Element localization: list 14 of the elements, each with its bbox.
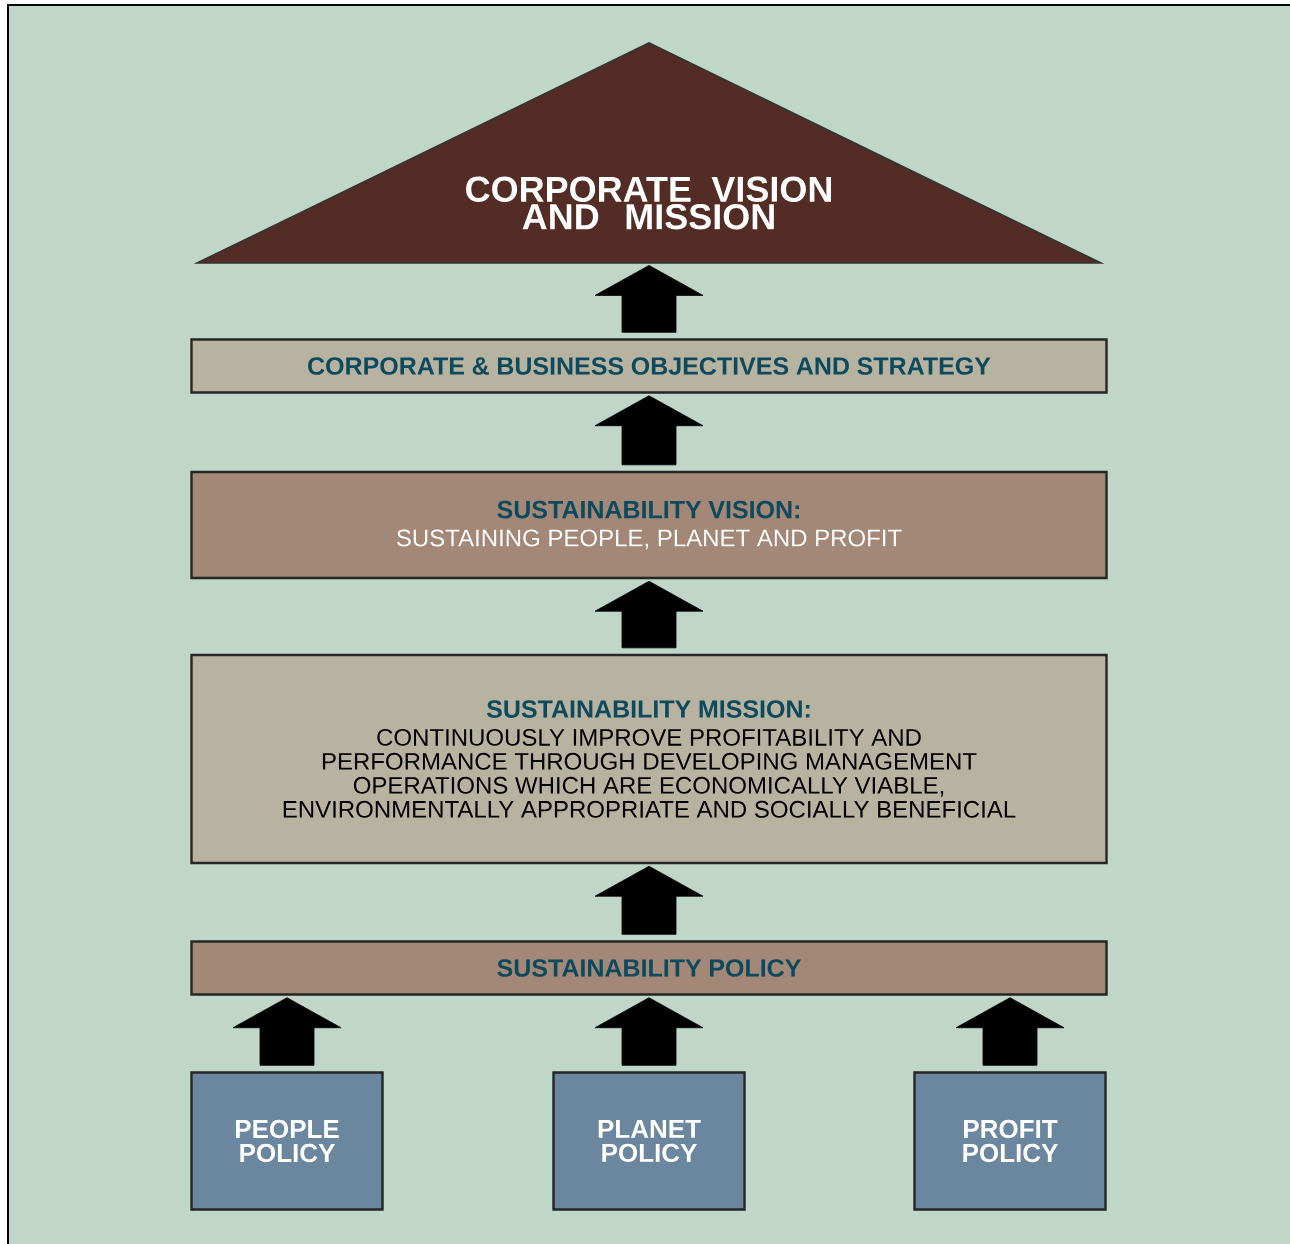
block-arrow — [594, 997, 704, 1066]
pillar-box: PLANET POLICY — [552, 1071, 746, 1211]
pillar-box: PEOPLE POLICY — [190, 1071, 384, 1211]
block-arrow — [594, 580, 704, 649]
block-arrow — [955, 997, 1065, 1066]
tier-box: CORPORATE & BUSINESS OBJECTIVES AND STRATEGY — [190, 338, 1108, 394]
block-arrow — [232, 997, 342, 1066]
tier-box: SUSTAINABILITY VISION: SUSTAINING PEOPLE, PLANET AND PROFIT — [190, 470, 1108, 580]
tier-box: SUSTAINABILITY POLICY — [190, 940, 1108, 996]
block-arrow — [594, 865, 704, 935]
block-arrow — [594, 395, 704, 466]
pillar-box: PROFIT POLICY — [913, 1071, 1107, 1211]
tier-box: SUSTAINABILITY MISSION: CONTINUOUSLY IMPROVE PROFITABILITY AND PERFORMANCE THROUGH DEVELOPING MANAGEMENT OPERATIONS WHICH ARE ECONOMICALLY VIABLE, ENVIRONMENTALLY APPROPRIATE AND SOCIALLY BENEFICIAL — [190, 653, 1108, 865]
block-arrow — [594, 265, 704, 333]
